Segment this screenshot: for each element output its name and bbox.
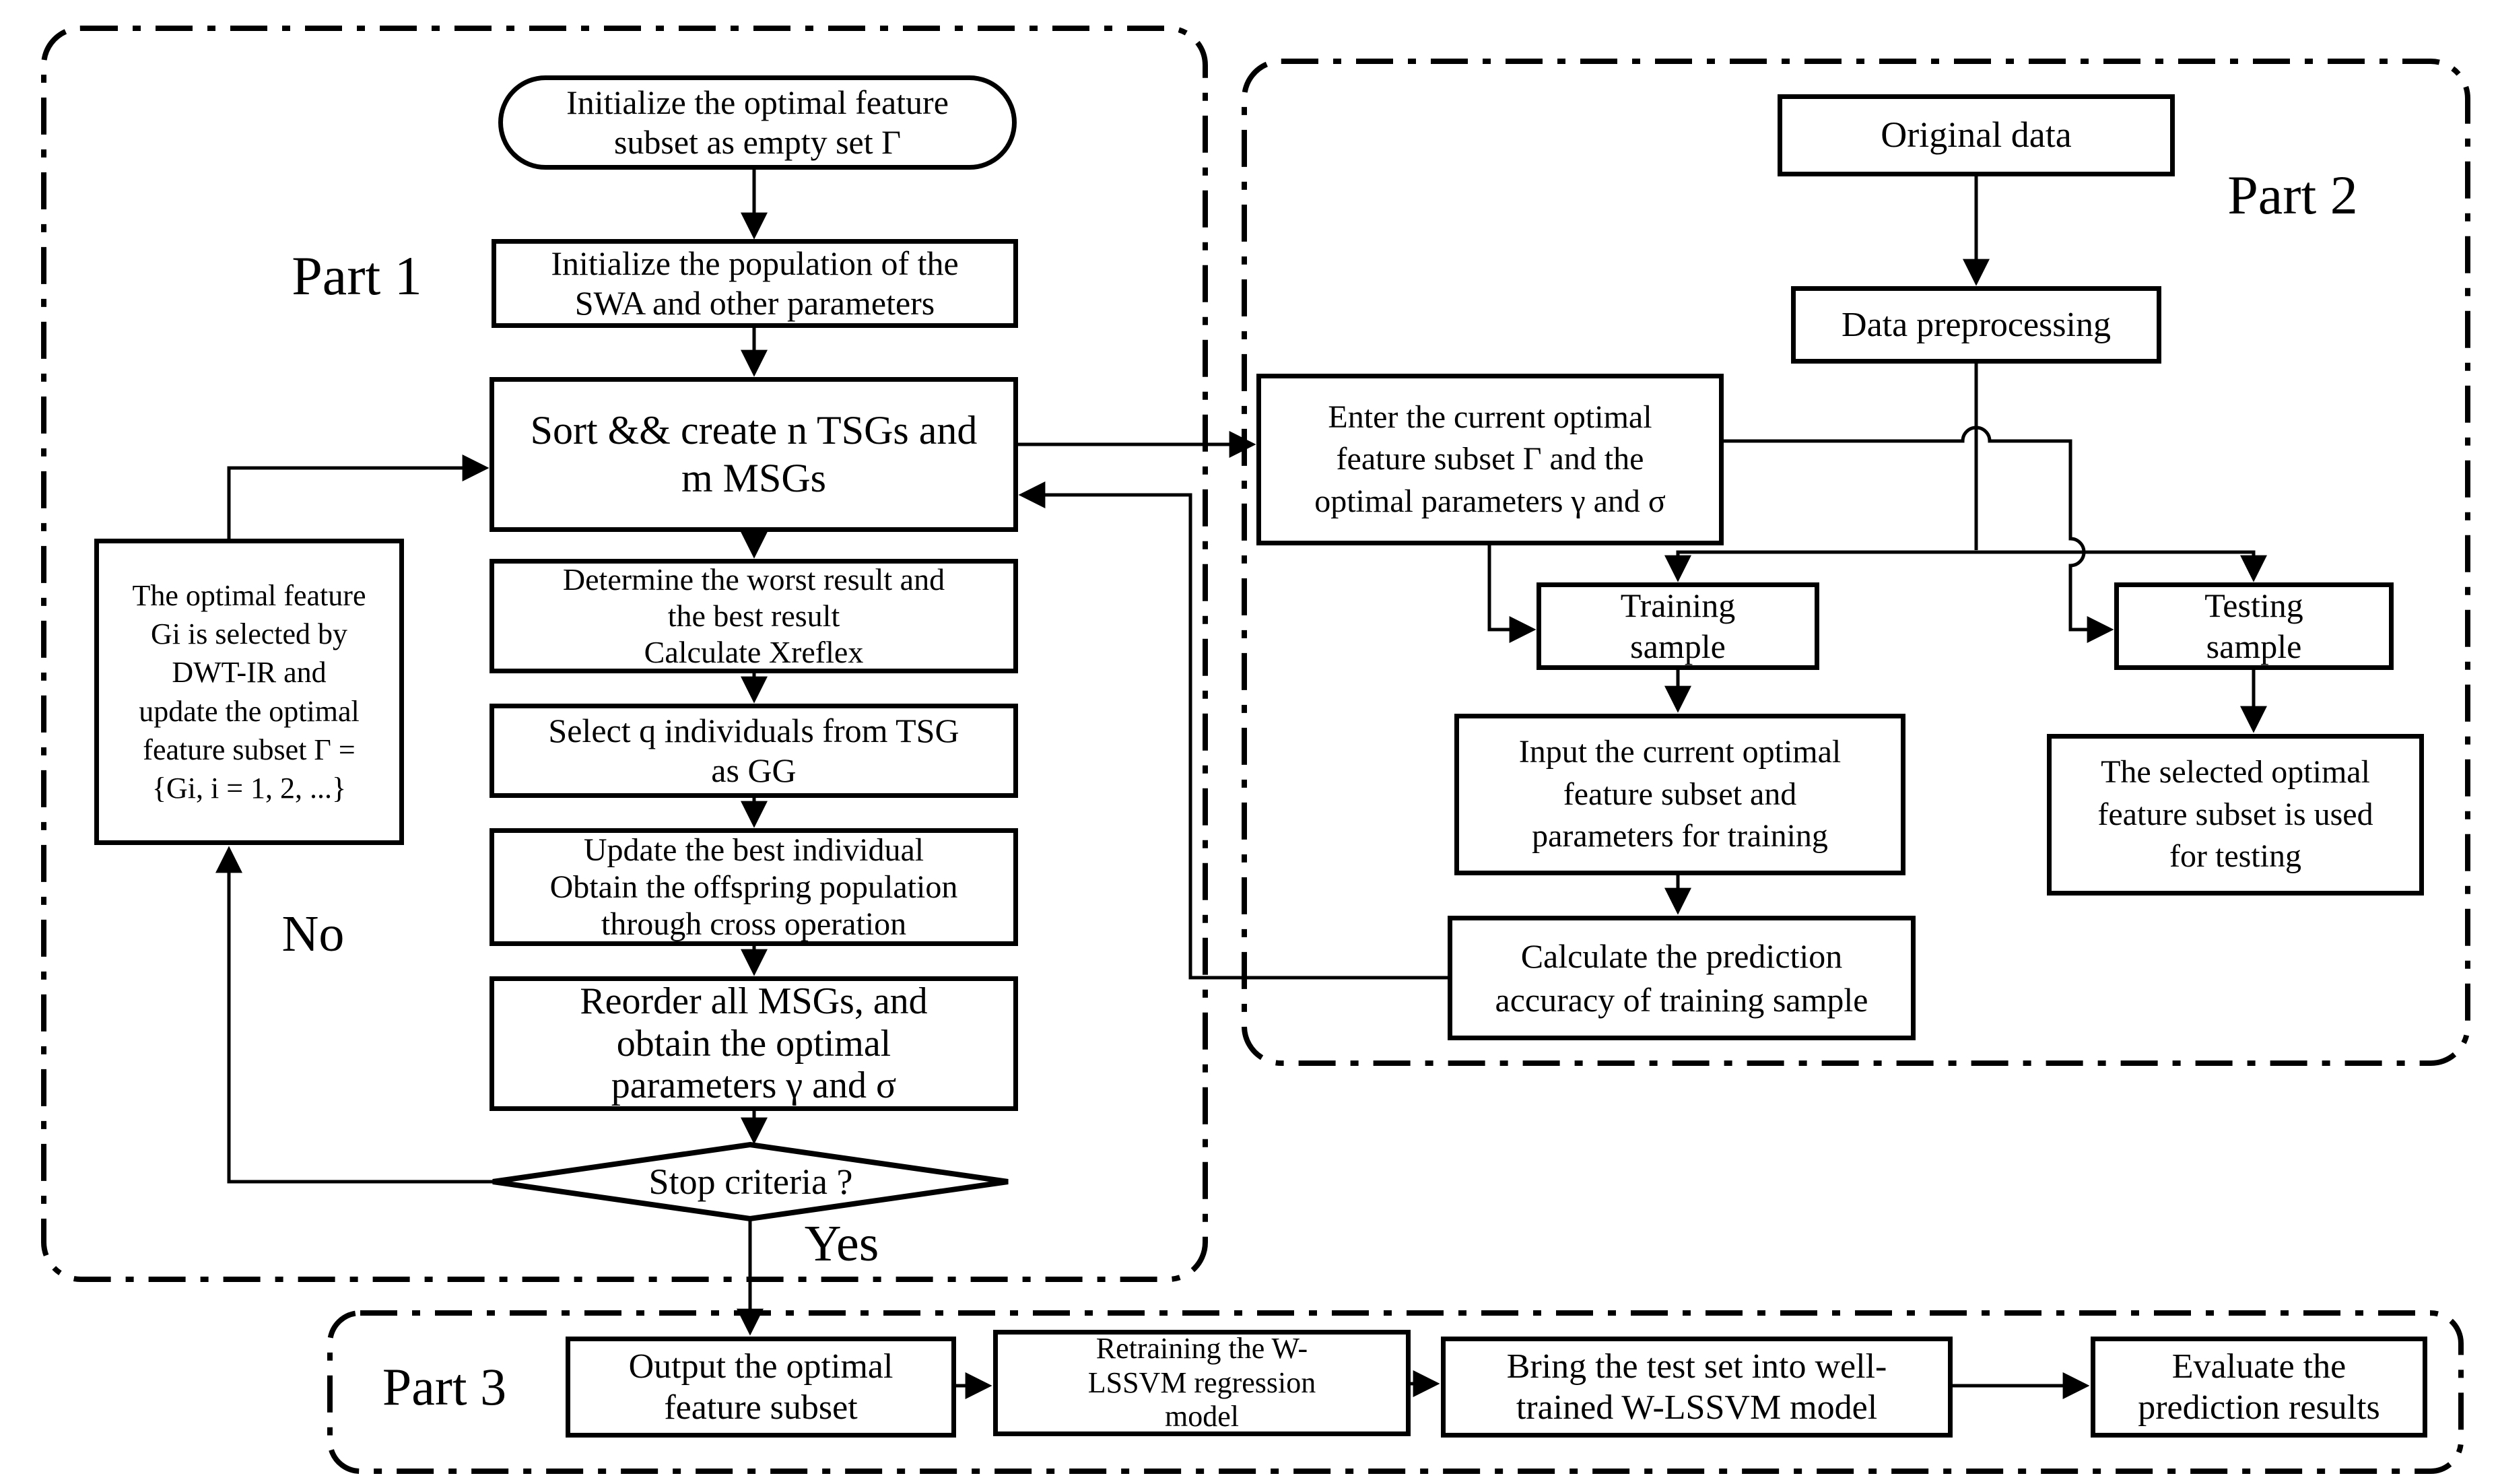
- node-init-population: Initialize the population of the SWA and…: [492, 239, 1018, 328]
- arrow-dwtir-to-sort: [227, 454, 490, 539]
- node-output-subset: Output the optimal feature subset: [566, 1337, 956, 1438]
- node-select-individuals: Select q individuals from TSG as GG: [490, 704, 1018, 798]
- node-calc-accuracy: Calculate the prediction accuracy of tra…: [1448, 916, 1916, 1040]
- node-determine-results: Determine the worst result and the best …: [490, 559, 1018, 673]
- part3-border: [327, 1310, 2464, 1474]
- part-borders: [41, 26, 2470, 1474]
- arrow-split-to-testing: [1976, 550, 2267, 582]
- node-input-training: Input the current optimal feature subset…: [1454, 714, 1905, 875]
- node-reorder-msgs: Reorder all MSGs, and obtain the optimal…: [490, 976, 1018, 1111]
- part2-border: [1242, 59, 2470, 1066]
- node-testing-sample: Testing sample: [2114, 582, 2394, 670]
- part3-label: Part 3: [382, 1357, 507, 1416]
- arrow-accuracy-return-to-sort: [1018, 481, 1448, 980]
- node-sort-create: Sort && create n TSGs and m MSGs: [490, 377, 1018, 532]
- part2-label: Part 2: [2227, 164, 2358, 226]
- part1-label: Part 1: [292, 245, 422, 306]
- node-enter-subset: Enter the current optimal feature subset…: [1256, 374, 1724, 545]
- node-init-subset: Initialize the optimal feature subset as…: [498, 75, 1017, 170]
- node-update-best: Update the best individual Obtain the of…: [490, 828, 1018, 946]
- arrow-split-to-training: [1664, 550, 1976, 582]
- node-dwt-ir: The optimal feature Gi is selected by DW…: [94, 539, 404, 845]
- yes-label: Yes: [804, 1215, 879, 1272]
- node-retrain-model: Retraining the W- LSSVM regression model: [993, 1330, 1411, 1436]
- arrow-no-to-dwtir: [215, 846, 493, 1184]
- stop-criteria-diamond: [492, 1141, 1009, 1222]
- stop-criteria-text: Stop criteria ?: [648, 1161, 853, 1202]
- node-original-data: Original data: [1778, 94, 2175, 176]
- node-evaluate: Evaluate the prediction results: [2091, 1337, 2427, 1438]
- no-label: No: [281, 906, 345, 962]
- node-selected-testing: The selected optimal feature subset is u…: [2047, 734, 2424, 896]
- arrow-enter-to-training: [1487, 545, 1537, 643]
- node-preprocessing: Data preprocessing: [1791, 286, 2161, 364]
- part1-border: [41, 26, 1208, 1282]
- connectors: [215, 168, 2267, 1399]
- node-bring-test: Bring the test set into well- trained W-…: [1441, 1337, 1953, 1438]
- arrow-enter-to-testing: [1724, 426, 2114, 643]
- node-training-sample: Training sample: [1537, 582, 1819, 670]
